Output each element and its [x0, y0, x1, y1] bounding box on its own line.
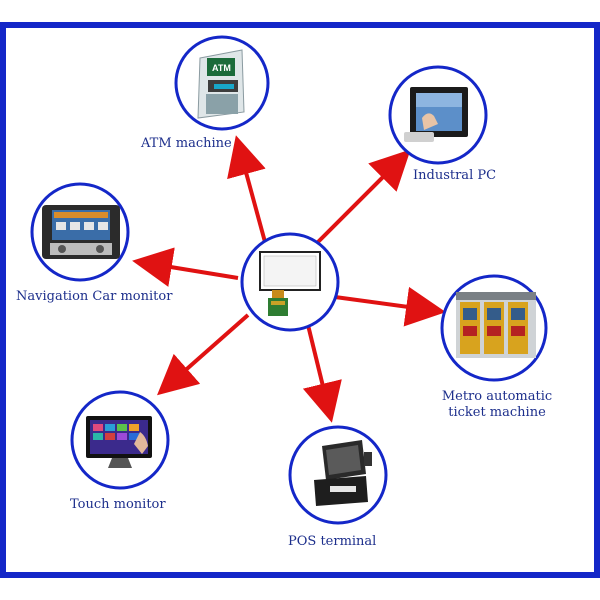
center-node	[240, 232, 340, 332]
touch-panel-icon	[259, 251, 321, 316]
pos-label: POS terminal	[288, 534, 377, 549]
car-monitor-node	[30, 182, 130, 282]
arrow-to-car-monitor	[132, 247, 239, 287]
car-monitor-label: Navigation Car monitor	[16, 289, 173, 304]
metro-node	[440, 274, 548, 382]
arrow-to-pos	[302, 324, 342, 423]
arrow-to-industrial-pc	[316, 149, 411, 244]
arrow-to-atm	[227, 135, 267, 243]
pos-terminal-icon	[314, 440, 372, 506]
svg-text:ATM: ATM	[212, 63, 231, 73]
arrow-to-metro	[334, 286, 446, 327]
industrial-pc-node	[388, 65, 488, 165]
metro-label-line1: Metro automatic	[441, 389, 553, 404]
arrow-to-touch-monitor	[157, 313, 250, 396]
touch-monitor-icon	[86, 416, 152, 468]
outer-frame	[0, 22, 600, 578]
atm-label: ATM machine	[141, 136, 232, 151]
ticket-machine-icon	[456, 292, 536, 358]
touch-monitor-label: Touch monitor	[70, 497, 166, 512]
industrial-pc-label: Industral PC	[413, 168, 497, 183]
touch-monitor-node	[70, 390, 170, 490]
atm-node: ATM	[174, 35, 270, 131]
pos-node	[288, 425, 388, 525]
industrial-pc-icon	[404, 87, 468, 142]
metro-label: Metro automatic ticket machine	[437, 389, 557, 421]
metro-label-line2: ticket machine	[448, 405, 546, 420]
car-navigation-icon	[42, 205, 120, 259]
atm-icon: ATM	[197, 49, 245, 119]
